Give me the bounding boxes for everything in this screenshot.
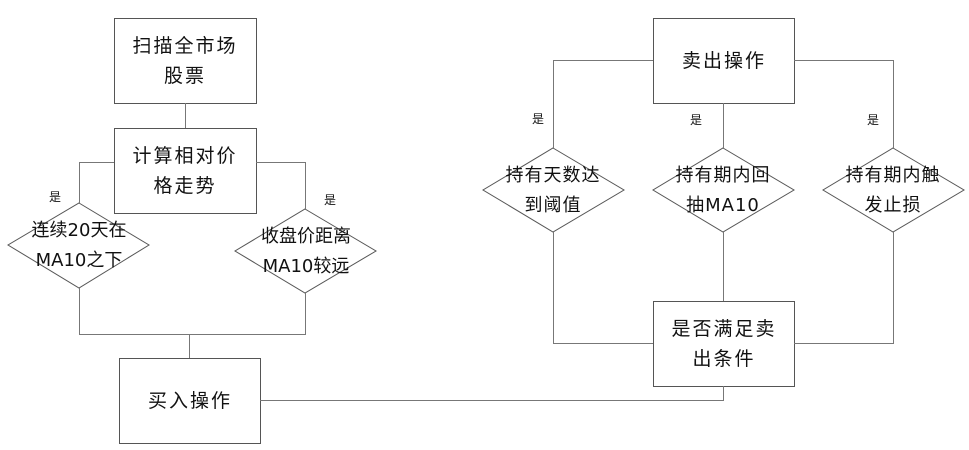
node-scan: 扫描全市场股票 xyxy=(132,35,238,87)
node-stoploss: 持有期内触发止损 xyxy=(845,165,941,216)
edge-label-yes: 是 xyxy=(690,113,703,127)
connector-lines xyxy=(79,60,894,401)
node-cond-below: 连续20天在MA10之下 xyxy=(31,220,127,271)
node-buy: 买入操作 xyxy=(147,390,232,412)
box-calc xyxy=(114,128,257,214)
node-pullback: 持有期内回抽MA10 xyxy=(675,165,771,216)
node-check-sell: 是否满足卖出条件 xyxy=(671,318,777,370)
edge-label-yes: 是 xyxy=(324,193,337,207)
edge-label-yes: 是 xyxy=(867,113,880,127)
edge-label-yes: 是 xyxy=(532,112,545,126)
edge-label-yes: 是 xyxy=(49,190,62,204)
node-hold-days: 持有天数达到阈值 xyxy=(505,165,601,216)
node-calc: 计算相对价格走势 xyxy=(132,145,238,197)
node-cond-far: 收盘价距离MA10较远 xyxy=(261,226,351,277)
node-sell: 卖出操作 xyxy=(681,50,766,72)
